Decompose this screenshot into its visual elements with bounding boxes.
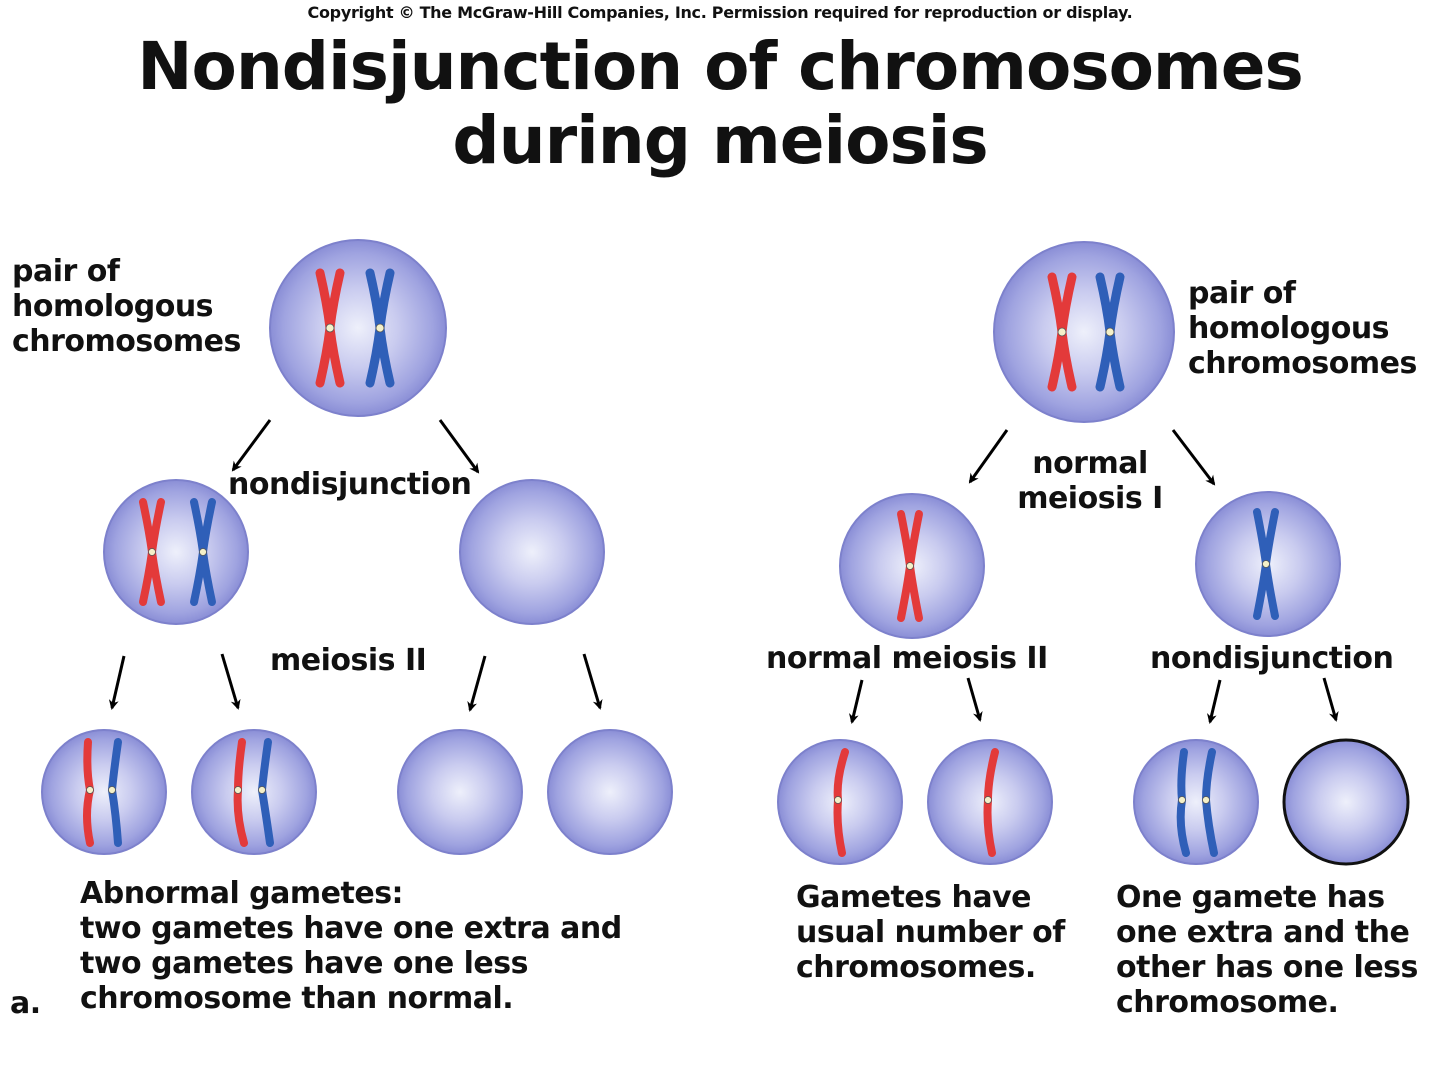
left-gamete-extra-1 [41,729,167,855]
arrow-icon [1206,679,1222,724]
left-cell-with-both-homologs [103,479,249,625]
right-step2-right-label: nondisjunction [1150,641,1394,676]
right-result-left-label: Gametes have usual number of chromosomes… [796,880,1065,985]
page-title: Nondisjunction of chromosomes during mei… [0,30,1440,178]
right-gamete-normal-2 [927,739,1053,865]
blue-chromosome-x [1095,272,1125,392]
left-result-label: Abnormal gametes: two gametes have one e… [80,876,622,1016]
left-parent-cell [269,239,447,417]
title-line-2: during meiosis [452,102,988,179]
right-result-right-label: One gamete has one extra and the other h… [1116,880,1418,1020]
red-chromosome-x [315,268,345,388]
left-parent-label: pair of homologous chromosomes [12,254,241,359]
panel-letter: a. [10,986,41,1021]
arrow-icon [966,677,983,722]
copyright-notice: Copyright © The McGraw-Hill Companies, I… [307,3,1133,22]
red-chromosome-x [1047,272,1077,392]
arrow-icon [467,655,487,712]
blue-chromosome-x [1253,508,1279,620]
red-chromosome-x [897,510,923,622]
right-gamete-extra [1133,739,1259,865]
left-gamete-empty-1 [397,729,523,855]
arrow-icon [438,419,480,474]
arrow-icon [108,655,126,710]
blue-chromosome-x [190,498,216,606]
left-step1-label: nondisjunction [228,467,472,502]
arrow-icon [220,653,241,710]
arrow-icon [968,429,1009,484]
right-step1-label: normal meiosis I [1017,446,1163,516]
left-empty-cell [459,479,605,625]
right-gamete-empty [1282,738,1410,866]
blue-chromosome-x [365,268,395,388]
right-parent-label: pair of homologous chromosomes [1188,276,1417,381]
right-step2-left-label: normal meiosis II [766,641,1048,676]
right-parent-cell [993,241,1175,423]
right-cell-blue [1195,491,1341,637]
arrow-icon [1171,429,1216,486]
left-step2-label: meiosis II [270,643,427,678]
left-panel [41,239,673,855]
right-gamete-normal-1 [777,739,903,865]
right-panel [777,241,1410,866]
right-cell-red [839,493,985,639]
title-line-1: Nondisjunction of chromosomes [137,28,1304,105]
arrow-icon [848,679,864,724]
red-chromosome-x [139,498,165,606]
arrow-icon [582,653,603,710]
arrow-icon [231,419,272,472]
left-gamete-empty-2 [547,729,673,855]
left-gamete-extra-2 [191,729,317,855]
arrow-icon [1322,677,1339,722]
